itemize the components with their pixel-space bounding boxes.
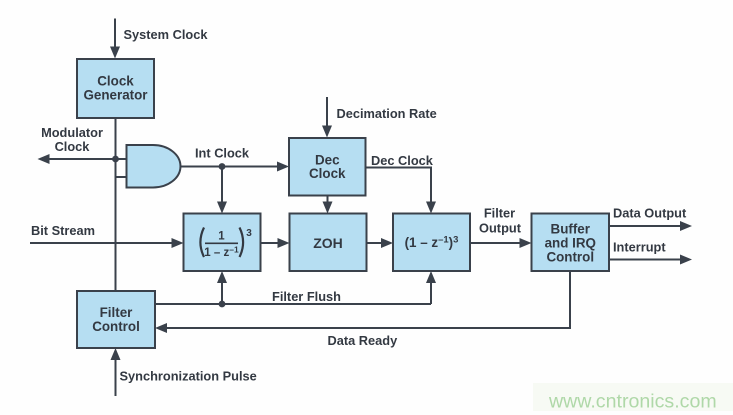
svg-text:1: 1 (218, 231, 225, 243)
svg-text:Modulator: Modulator (41, 125, 103, 140)
svg-text:Filter: Filter (100, 305, 134, 320)
svg-text:Interrupt: Interrupt (613, 240, 666, 255)
svg-text:System Clock: System Clock (124, 27, 209, 42)
svg-text:Control: Control (546, 250, 594, 265)
svg-text:Generator: Generator (84, 88, 149, 103)
svg-text:Buffer: Buffer (551, 222, 591, 237)
svg-text:3: 3 (246, 228, 252, 239)
svg-text:Control: Control (92, 319, 140, 334)
svg-text:Bit Stream: Bit Stream (31, 223, 95, 238)
svg-text:www.cntronics.com: www.cntronics.com (548, 391, 717, 413)
svg-text:Data Ready: Data Ready (328, 333, 399, 348)
svg-text:Filter Flush: Filter Flush (272, 289, 341, 304)
svg-text:Data Output: Data Output (613, 206, 687, 221)
svg-text:Output: Output (479, 221, 522, 236)
svg-text:(1 – z–1)3: (1 – z–1)3 (405, 235, 459, 251)
svg-text:and IRQ: and IRQ (545, 236, 596, 251)
svg-text:Filter: Filter (484, 206, 515, 221)
svg-text:ZOH: ZOH (313, 235, 343, 251)
svg-text:Clock: Clock (97, 74, 134, 89)
svg-text:Decimation Rate: Decimation Rate (337, 106, 437, 121)
svg-text:Dec: Dec (315, 153, 340, 168)
svg-text:Synchronization Pulse: Synchronization Pulse (120, 369, 257, 384)
svg-text:Clock: Clock (55, 139, 91, 154)
svg-text:Int Clock: Int Clock (195, 146, 250, 161)
svg-text:Clock: Clock (309, 166, 346, 181)
svg-text:Dec Clock: Dec Clock (371, 153, 434, 168)
